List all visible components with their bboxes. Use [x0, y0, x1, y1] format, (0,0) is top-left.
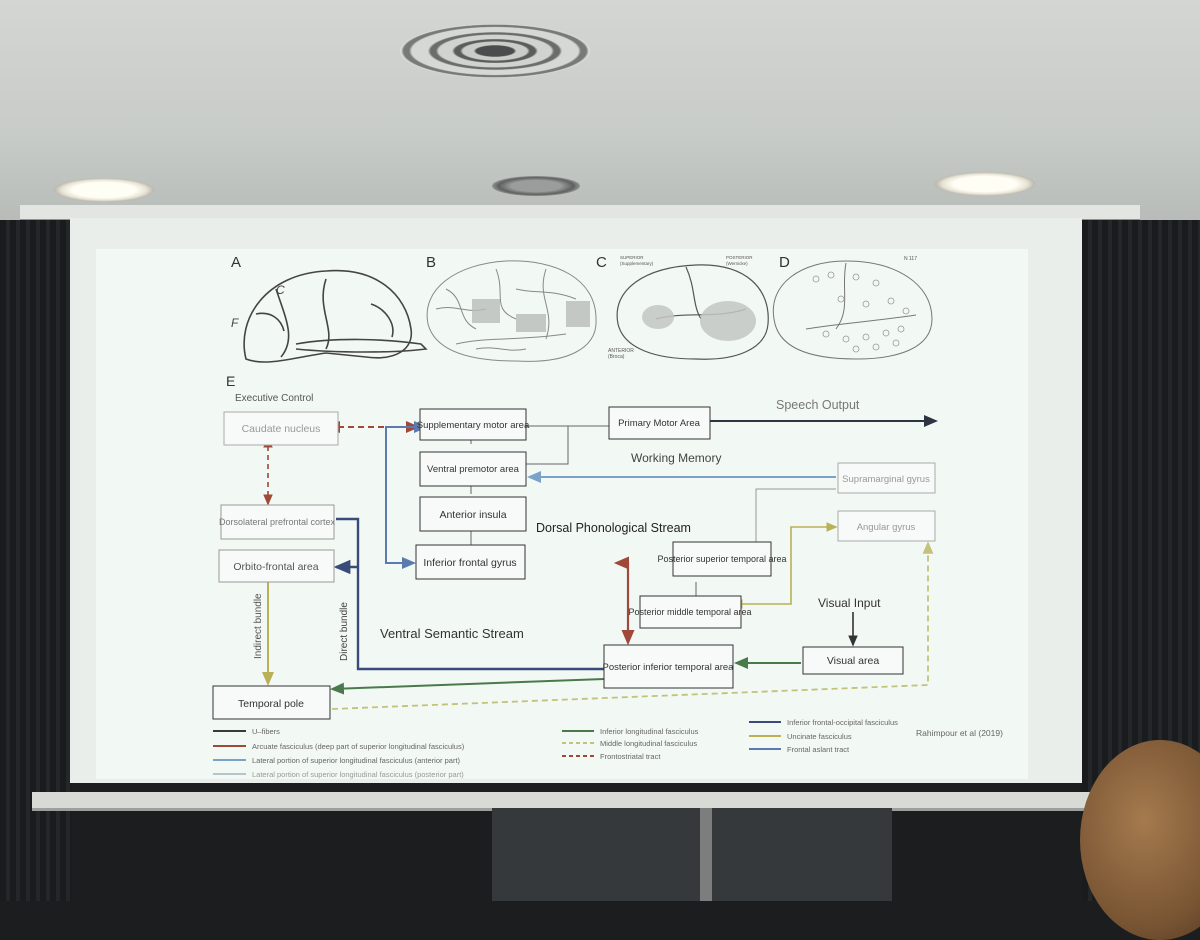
node-pmt-box [639, 595, 742, 629]
slide: A C F B C SUPERIOR (Supplementary) POSTE… [96, 249, 1028, 779]
node-ang: Angular gyrus [857, 522, 916, 533]
sketch-letter-f: F [231, 316, 239, 330]
panel-c-label-supplementary: (Supplementary) [620, 261, 654, 266]
node-visual-box [802, 646, 904, 675]
node-pit: Posterior inferior temporal area [603, 662, 735, 673]
node-vpm-box [419, 451, 527, 487]
node-ofa-box [218, 549, 335, 583]
speech-output-label: Speech Output [776, 398, 860, 412]
node-ains: Anterior insula [439, 509, 506, 521]
legend-label-7: Inferior frontal-occipital fasciculus [787, 718, 898, 727]
frontal-aslant-tract [385, 421, 428, 569]
connections [262, 415, 938, 710]
ceiling-vent [400, 24, 590, 78]
uncinate-angular-pmt [731, 522, 838, 609]
mlf-temporal-pole-angular [331, 541, 934, 710]
node-smg: Supramarginal gyrus [842, 474, 930, 485]
legend-label-6: Frontostriatal tract [600, 752, 661, 761]
panel-c-label: C [596, 254, 607, 271]
panel-a-label: A [231, 254, 241, 271]
brain-sketch-a [243, 269, 428, 363]
panel-b-label: B [426, 254, 436, 271]
ilf-pit-temporal-pole [330, 678, 605, 695]
node-dlpfc: Dorsolateral prefrontal cortex [219, 517, 336, 527]
brain-sketch-b [426, 260, 597, 362]
node-ifg-box [415, 544, 526, 580]
arcuate-fasciculus [613, 556, 635, 646]
slf-posterior-smg-pst [755, 488, 836, 542]
legend-label-2: Lateral portion of superior longitudinal… [252, 756, 461, 765]
ifof-direct-bundle [336, 517, 604, 671]
node-caudate-box [223, 411, 339, 446]
indirect-bundle-label: Indirect bundle [253, 593, 264, 659]
legend: U–fibers Arcuate fasciculus (deep part o… [213, 718, 898, 779]
ceiling-light-left [54, 178, 154, 202]
legend-label-3: Lateral portion of superior longitudinal… [252, 770, 464, 779]
dorsal-stream-label: Dorsal Phonological Stream [536, 521, 691, 535]
ceiling-sensor [492, 176, 580, 196]
panel-e-label: E [226, 373, 235, 389]
u-fibers-sma-pma [526, 425, 609, 465]
node-sma: Supplementary motor area [417, 420, 530, 431]
legend-label-4: Inferior longitudinal fasciculus [600, 727, 699, 736]
node-pst: Posterior superior temporal area [657, 554, 786, 564]
node-pst-box [672, 541, 772, 577]
node-ang-box [837, 510, 936, 542]
node-ofa: Orbito-frontal area [233, 561, 318, 573]
node-visual: Visual area [827, 655, 880, 667]
node-ifg: Inferior frontal gyrus [423, 557, 516, 569]
node-vpm: Ventral premotor area [427, 464, 520, 475]
node-tpole-box [212, 685, 331, 720]
executive-control-label: Executive Control [235, 393, 313, 404]
panel-c-label-superior: SUPERIOR [620, 255, 644, 260]
node-pmt: Posterior middle temporal area [628, 607, 751, 617]
sketch-letter-c: C [276, 283, 285, 297]
working-memory-label: Working Memory [631, 451, 721, 465]
panel-c-label-broca: (Broca) [608, 354, 625, 360]
panel-d-corner: N 117 [904, 256, 917, 262]
brain-c-highlight-areas [642, 301, 756, 341]
brain-d-stimulation-dots [812, 271, 910, 353]
panel-c-label-posterior: POSTERIOR [726, 255, 753, 260]
panel-d-label: D [779, 254, 790, 271]
visual-input-label: Visual Input [818, 596, 881, 610]
panel-c-label-anterior: ANTERIOR [608, 348, 634, 354]
citation: Rahimpour et al (2019) [916, 728, 1003, 738]
slide-diagram: A C F B C SUPERIOR (Supplementary) POSTE… [212, 254, 1003, 779]
ventral-stream-label: Ventral Semantic Stream [380, 626, 524, 641]
legend-label-5: Middle longitudinal fasciculus [600, 739, 697, 748]
node-pma-box [608, 406, 711, 440]
node-sma-box [419, 408, 527, 441]
node-ains-box [419, 496, 527, 532]
brain-sketch-d [772, 260, 933, 360]
legend-label-1: Arcuate fasciculus (deep part of superio… [252, 742, 465, 751]
node-dlpfc-box [220, 504, 335, 540]
stand-pole [700, 808, 712, 901]
node-smg-box [837, 462, 936, 494]
node-pma: Primary Motor Area [618, 418, 701, 429]
legend-label-8: Uncinate fasciculus [787, 732, 852, 741]
podium [492, 808, 892, 901]
node-caudate: Caudate nucleus [242, 423, 321, 435]
legend-label-9: Frontal aslant tract [787, 745, 850, 754]
legend-label-0: U–fibers [252, 727, 280, 736]
panel-c-label-wernicke: (Wernicke) [726, 261, 748, 266]
direct-bundle-label: Direct bundle [339, 602, 350, 661]
node-tpole: Temporal pole [238, 698, 304, 710]
curtain-left [0, 220, 72, 901]
brain-b-highlight-areas [472, 299, 590, 332]
ceiling-light-right [935, 172, 1035, 196]
node-pit-box [603, 644, 734, 689]
